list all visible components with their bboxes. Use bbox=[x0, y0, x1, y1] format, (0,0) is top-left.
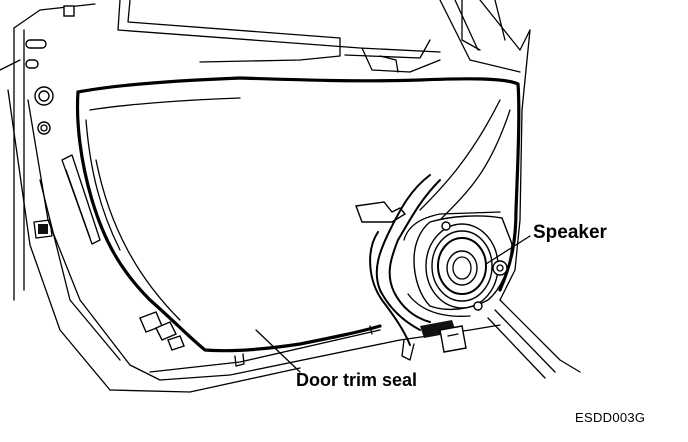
speaker-assembly bbox=[403, 211, 513, 317]
door-frame bbox=[0, 0, 581, 393]
door-trim-seal bbox=[75, 76, 521, 367]
leader-lines bbox=[255, 235, 531, 373]
figure-code: ESDD003G bbox=[575, 410, 646, 425]
speaker-label: Speaker bbox=[533, 222, 607, 243]
left-clips bbox=[33, 86, 101, 245]
wire-harness bbox=[355, 174, 467, 361]
lower-clips bbox=[139, 311, 185, 351]
door-trim-seal-label: Door trim seal bbox=[296, 370, 418, 390]
